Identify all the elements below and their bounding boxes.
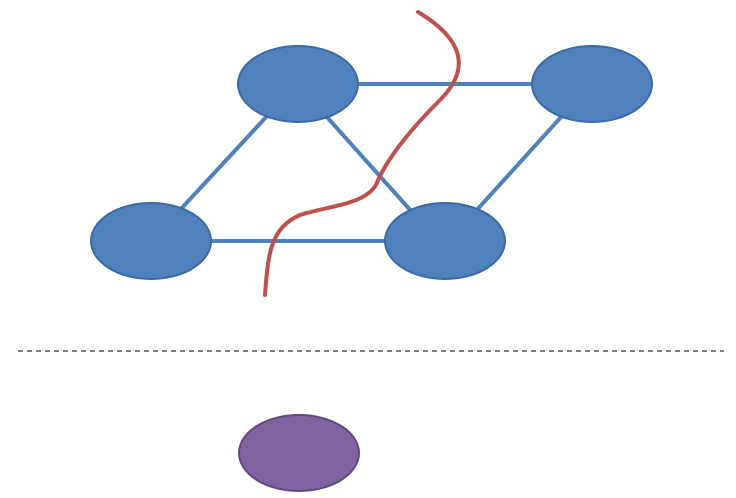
edge-top-left-bottom-right [324, 114, 414, 214]
node-bottom-left [90, 202, 212, 280]
node-separate [238, 414, 360, 492]
edge-top-left-bottom-left [178, 113, 270, 212]
node-top-right [531, 45, 653, 123]
edge-top-right-bottom-right [473, 114, 564, 214]
nodes [90, 45, 653, 280]
node-bottom-right [384, 202, 506, 280]
node-top-left [237, 45, 359, 123]
cut-curve [263, 10, 461, 297]
